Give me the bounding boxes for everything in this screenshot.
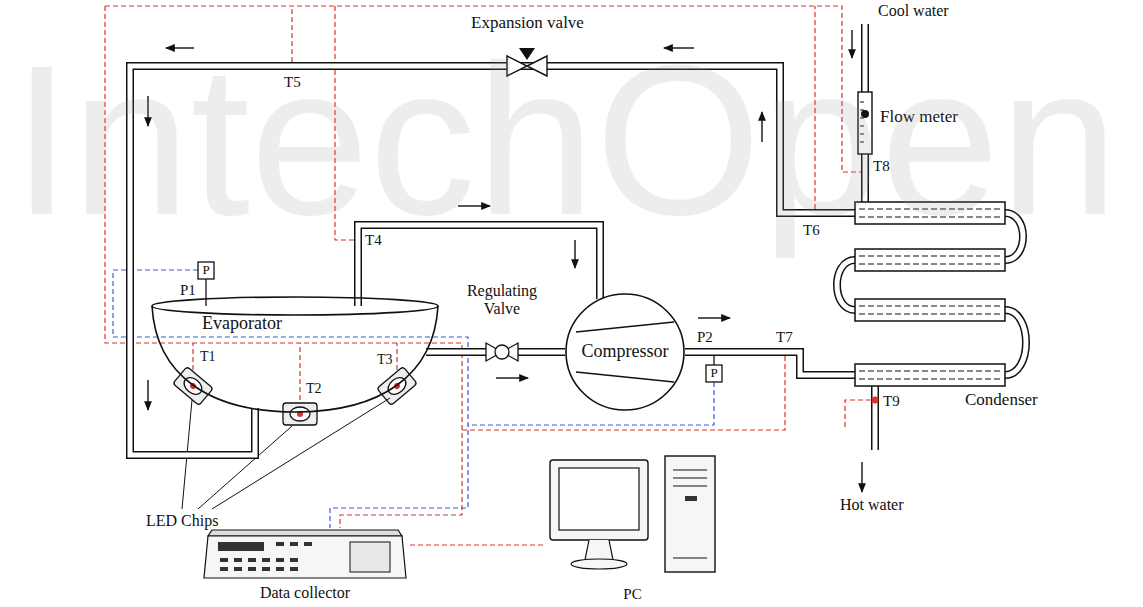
watermark: IntechOpen [12,22,1118,257]
sensor-label: P1 [180,282,196,299]
evaporator: Evaporator [150,296,440,420]
sensor-label: P2 [697,329,713,346]
sensor-label: T2 [306,381,322,396]
sensor-label: T7 [776,329,793,346]
node-label: Regulating Valve [455,282,549,317]
water-inlet-label: Cool water [878,2,949,20]
personal-computer: PC [545,448,720,606]
compressor: Compressor [565,292,685,412]
callout-label: LED Chips [146,512,218,530]
sensor-label: T3 [377,352,393,367]
gauge-symbol: P [706,366,722,380]
node-label: Compressor [565,342,685,362]
gauge-symbol: P [198,263,214,277]
sensor-label: T9 [883,393,900,410]
sensor-label: T1 [200,349,216,364]
regulating-valve: Regulating Valve [455,282,549,366]
data-collector: Data collector [200,528,410,606]
signal-cable [410,545,545,546]
refrigerant-pipe [685,352,845,375]
node-label: Evaporator [202,314,282,334]
personal-computer-shape [545,448,720,606]
evaporator-shape [150,296,440,420]
node-label: PC [545,586,720,603]
node-label: Condenser [965,391,1038,410]
refrigerant-pipe [549,352,565,353]
refrigerant-pipe [440,352,455,353]
node-label: Data collector [200,584,410,602]
water-outlet-label: Hot water [840,496,904,514]
